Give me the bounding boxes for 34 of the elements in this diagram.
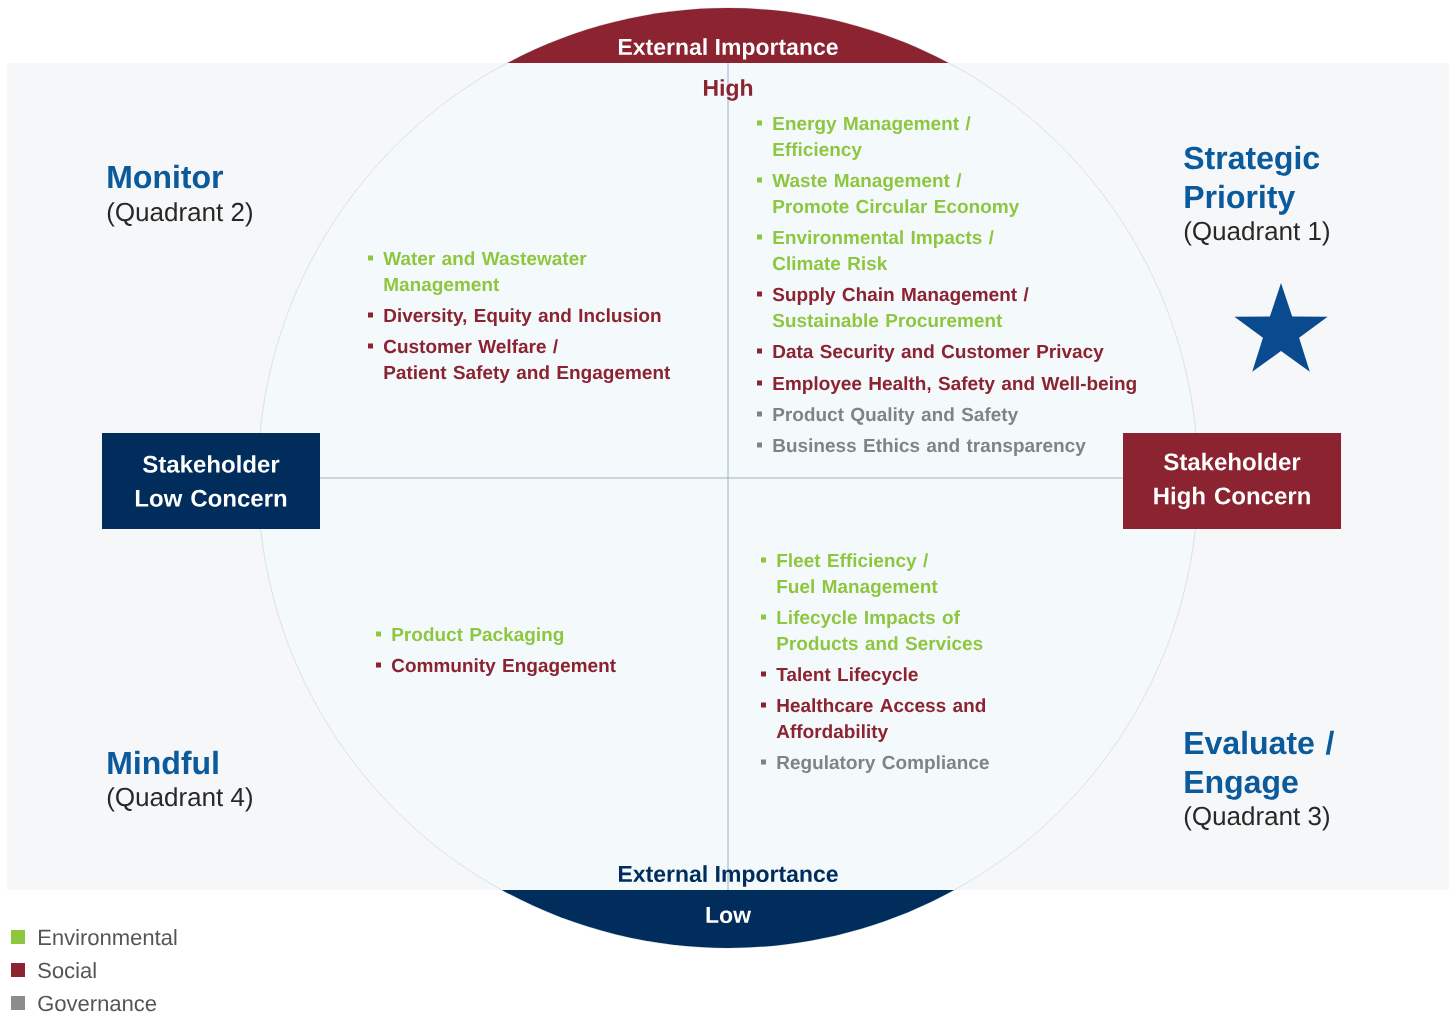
list-item: Supply Chain Management / [757, 287, 1029, 305]
list-item: Product Packaging [376, 627, 564, 646]
list-item: Environmental Impacts / Climate Risk [757, 230, 994, 271]
list-item: Healthcare Access and Affordability [761, 698, 986, 742]
quadrant-label: (Quadrant 2) [107, 202, 252, 227]
list-item: Community Engagement [376, 658, 616, 677]
importance-band: External Importance High [507, 8, 949, 101]
list-item: Business Ethics and transparency [757, 438, 1086, 456]
list-item: Waste Management / Promote Circular Economy [757, 173, 1020, 217]
legend-label: Social [38, 962, 96, 979]
quadrant-heading: Mindful [108, 750, 218, 775]
quadrant-heading: Monitor [108, 164, 224, 189]
stakeholder-box: Stakeholder High Concern [1123, 433, 1341, 529]
list-item: Sustainable Procurement [772, 313, 1003, 328]
legend-label: Environmental [39, 929, 177, 946]
quadrant-heading: Strategic Priority [1184, 145, 1320, 215]
list-item: Water and Wastewater Management [368, 251, 587, 295]
legend-label: Governance [38, 995, 157, 1012]
quadrant-label: (Quadrant 4) [107, 787, 252, 812]
list-item: Data Security and Customer Privacy [757, 344, 1104, 362]
list-item: Fleet Efficiency / Fuel Management [761, 553, 938, 598]
quadrant-label: (Quadrant 3) [1184, 806, 1329, 831]
list-item: Diversity, Equity and Inclusion [368, 308, 661, 326]
importance-band: External Importance Low [501, 865, 955, 948]
quadrant-label: (Quadrant 1) [1184, 221, 1329, 246]
list-item: Customer Welfare / Patient Safety and Engagement [368, 339, 671, 383]
list-item: Talent Lifecycle [761, 667, 918, 685]
list-item: Lifecycle Impacts of Products and Services [761, 610, 983, 651]
stakeholder-box: Stakeholder Low Concern [102, 433, 320, 529]
list-item: Employee Health, Safety and Well-being [757, 376, 1136, 394]
list-item: Product Quality and Safety [757, 407, 1019, 425]
list-item: Energy Management / Efficiency [757, 116, 971, 160]
quadrant-heading: Evaluate / Engage [1185, 730, 1335, 800]
list-item: Regulatory Compliance [761, 755, 989, 774]
